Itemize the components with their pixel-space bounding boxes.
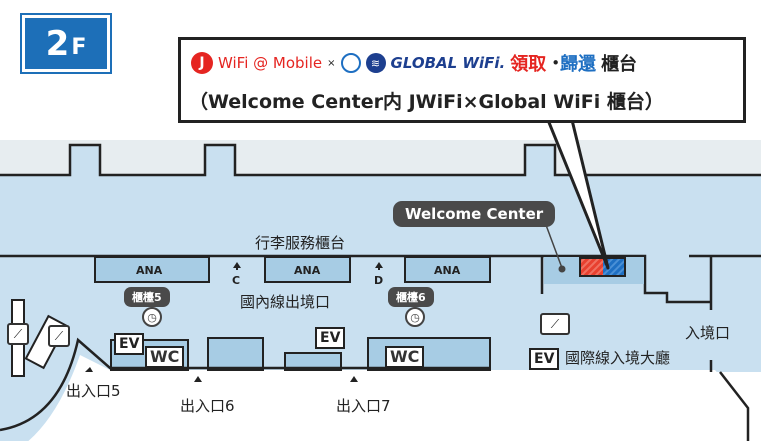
globe-icon (340, 53, 361, 73)
escalator-icon: ⟋ (540, 313, 570, 335)
restroom-icon: WC (385, 346, 425, 368)
escalator-icon: ⟋ (48, 325, 70, 347)
domestic-departure-label: 國內線出境口 (240, 293, 331, 311)
intl-arrival-hall-label: 國際線入境大廳 (565, 349, 671, 367)
elevator-icon: EV (114, 333, 145, 355)
clock-icon: ◷ (405, 307, 425, 327)
counter-label: 櫃台 (601, 54, 638, 75)
gate-d-label: D (374, 274, 384, 287)
wifi-icon: ≋ (365, 53, 386, 73)
counter5-label: 櫃檯5 (124, 287, 170, 307)
pickup-label: 領取 (510, 54, 547, 75)
callout-box: J WiFi @ Mobile × ≋ GLOBAL WiFi. 領取•歸還 櫃… (178, 37, 746, 123)
welcome-center-label[interactable]: Welcome Center (393, 201, 556, 227)
callout-subtitle: （Welcome Center内 JWiFi×Global WiFi 櫃台） (189, 91, 664, 113)
jwifi-name: WiFi @ Mobile (218, 54, 323, 72)
arrival-gate-label: 入境口 (685, 324, 731, 342)
global-wifi-name: GLOBAL WiFi. (390, 54, 506, 72)
floor-suffix: F (71, 35, 87, 60)
floor-number: 2 (45, 23, 70, 64)
elevator-icon: EV (529, 348, 560, 370)
times-sign: × (327, 57, 336, 69)
clock-icon: ◷ (142, 307, 162, 327)
outside-area (0, 355, 748, 441)
counter6-label: 櫃檯6 (388, 287, 434, 307)
entrance-6-label: 出入口6 (180, 397, 235, 415)
gate-c-label: C (232, 274, 241, 287)
escalator-icon: ⟋ (7, 323, 29, 345)
elevator-icon: EV (315, 327, 346, 349)
wifi-counter-marker (580, 258, 603, 276)
entrance-7-label: 出入口7 (336, 397, 391, 415)
ana-counter-2: ANA (294, 264, 321, 277)
callout-title: J WiFi @ Mobile × ≋ GLOBAL WiFi. 領取•歸還 櫃… (191, 50, 637, 76)
ana-counter-3: ANA (434, 264, 461, 277)
dot-separator: • (551, 54, 561, 72)
return-label: 歸還 (560, 54, 597, 75)
restroom-icon: WC (145, 346, 185, 368)
ana-counter-1: ANA (136, 264, 163, 277)
jwifi-logo: J (191, 52, 213, 74)
baggage-counter-label: 行李服務櫃台 (255, 234, 346, 252)
entrance-5-label: 出入口5 (66, 382, 121, 400)
